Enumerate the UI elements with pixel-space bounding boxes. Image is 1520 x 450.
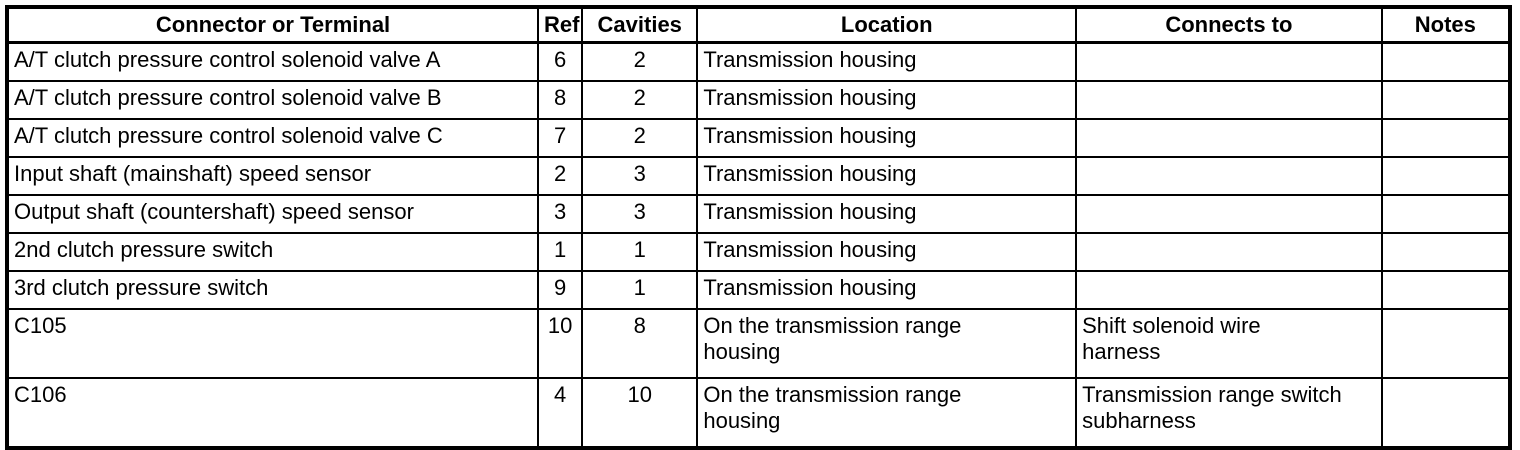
cell-connects-to xyxy=(1075,232,1383,272)
table-row: C105 10 8 On the transmission range hous… xyxy=(5,308,1512,379)
table-row: A/T clutch pressure control solenoid val… xyxy=(5,118,1512,158)
cell-notes xyxy=(1380,156,1512,196)
cell-location: Transmission housing xyxy=(696,270,1078,310)
cell-connects-to xyxy=(1075,118,1383,158)
cell-location: On the transmission range housing xyxy=(696,377,1078,449)
cell-connects-to xyxy=(1075,270,1383,310)
cell-connects-to xyxy=(1075,194,1383,234)
connector-terminal-table: Connector or Terminal Ref Cavities Locat… xyxy=(5,5,1512,450)
table-row: Input shaft (mainshaft) speed sensor 2 3… xyxy=(5,156,1512,196)
cell-connector: C105 xyxy=(5,308,540,379)
cell-cavities: 1 xyxy=(581,232,699,272)
cell-cavities: 3 xyxy=(581,156,699,196)
cell-connects-to xyxy=(1075,41,1383,82)
cell-location: Transmission housing xyxy=(696,118,1078,158)
cell-location: Transmission housing xyxy=(696,194,1078,234)
table-row: 2nd clutch pressure switch 1 1 Transmiss… xyxy=(5,232,1512,272)
col-header-connects-to: Connects to xyxy=(1075,6,1383,44)
cell-cavities: 8 xyxy=(581,308,699,379)
cell-cavities: 2 xyxy=(581,41,699,82)
cell-location: Transmission housing xyxy=(696,80,1078,120)
cell-ref: 9 xyxy=(537,270,584,310)
cell-ref: 4 xyxy=(537,377,584,449)
cell-ref: 7 xyxy=(537,118,584,158)
cell-notes xyxy=(1380,377,1512,449)
cell-ref: 1 xyxy=(537,232,584,272)
table-row: A/T clutch pressure control solenoid val… xyxy=(5,41,1512,82)
cell-location: On the transmission range housing xyxy=(696,308,1078,379)
cell-ref: 8 xyxy=(537,80,584,120)
table-row: A/T clutch pressure control solenoid val… xyxy=(5,80,1512,120)
table-row: C106 4 10 On the transmission range hous… xyxy=(5,377,1512,449)
cell-connector: 2nd clutch pressure switch xyxy=(5,232,540,272)
col-header-ref: Ref xyxy=(537,6,584,44)
cell-ref: 2 xyxy=(537,156,584,196)
cell-cavities: 1 xyxy=(581,270,699,310)
cell-connector: A/T clutch pressure control solenoid val… xyxy=(5,41,540,82)
table-row: Output shaft (countershaft) speed sensor… xyxy=(5,194,1512,234)
cell-ref: 10 xyxy=(537,308,584,379)
cell-location: Transmission housing xyxy=(696,232,1078,272)
col-header-cavities: Cavities xyxy=(581,6,699,44)
cell-notes xyxy=(1380,118,1512,158)
cell-connector: A/T clutch pressure control solenoid val… xyxy=(5,118,540,158)
header-row: Connector or Terminal Ref Cavities Locat… xyxy=(5,6,1512,44)
cell-notes xyxy=(1380,308,1512,379)
cell-connects-to xyxy=(1075,80,1383,120)
cell-connector: Input shaft (mainshaft) speed sensor xyxy=(5,156,540,196)
cell-connector: Output shaft (countershaft) speed sensor xyxy=(5,194,540,234)
cell-notes xyxy=(1380,41,1512,82)
cell-connects-to: Transmission range switch subharness xyxy=(1075,377,1383,449)
cell-connector: A/T clutch pressure control solenoid val… xyxy=(5,80,540,120)
cell-notes xyxy=(1380,80,1512,120)
cell-connector: C106 xyxy=(5,377,540,449)
cell-ref: 6 xyxy=(537,41,584,82)
cell-connects-to: Shift solenoid wire harness xyxy=(1075,308,1383,379)
cell-location: Transmission housing xyxy=(696,156,1078,196)
cell-cavities: 2 xyxy=(581,80,699,120)
col-header-location: Location xyxy=(696,6,1078,44)
cell-cavities: 3 xyxy=(581,194,699,234)
col-header-notes: Notes xyxy=(1380,6,1512,44)
connector-table-container: Connector or Terminal Ref Cavities Locat… xyxy=(5,5,1512,450)
col-header-connector: Connector or Terminal xyxy=(5,6,540,44)
cell-connects-to xyxy=(1075,156,1383,196)
cell-cavities: 2 xyxy=(581,118,699,158)
table-row: 3rd clutch pressure switch 9 1 Transmiss… xyxy=(5,270,1512,310)
cell-connector: 3rd clutch pressure switch xyxy=(5,270,540,310)
cell-ref: 3 xyxy=(537,194,584,234)
cell-notes xyxy=(1380,270,1512,310)
cell-notes xyxy=(1380,232,1512,272)
cell-location: Transmission housing xyxy=(696,41,1078,82)
cell-notes xyxy=(1380,194,1512,234)
cell-cavities: 10 xyxy=(581,377,699,449)
